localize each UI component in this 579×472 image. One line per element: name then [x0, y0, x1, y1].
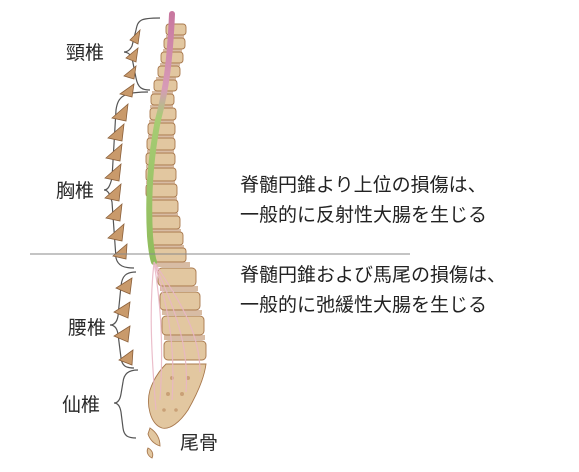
spinal-cord — [146, 11, 175, 265]
label-coccyx: 尾骨 — [180, 432, 219, 454]
label-thoracic: 胸椎 — [56, 180, 95, 202]
bracket-cervical — [123, 17, 161, 91]
cauda-equina — [150, 261, 201, 411]
bracket-sacral — [113, 369, 139, 439]
note-upper: 脊髄円錐より上位の損傷は、 一般的に反射性大腸を生じる — [240, 170, 487, 230]
note-lower-line2: 一般的に弛緩性大腸を生じる — [240, 294, 488, 316]
note-lower: 脊髄円錐および馬尾の損傷は、 一般的に弛緩性大腸を生じる — [240, 260, 506, 320]
note-lower-line1: 脊髄円錐および馬尾の損傷は、 — [240, 264, 507, 286]
spinous-processes — [104, 28, 141, 366]
vertebrae — [145, 23, 207, 361]
label-lumbar: 腰椎 — [68, 317, 107, 339]
region-brackets — [103, 17, 161, 439]
label-cervical: 頸椎 — [66, 42, 105, 64]
note-upper-line1: 脊髄円錐より上位の損傷は、 — [240, 174, 487, 196]
label-sacral: 仙椎 — [62, 394, 101, 416]
bracket-thoracic — [103, 91, 149, 269]
bracket-lumbar — [109, 271, 137, 369]
note-upper-line2: 一般的に反射性大腸を生じる — [240, 204, 488, 226]
